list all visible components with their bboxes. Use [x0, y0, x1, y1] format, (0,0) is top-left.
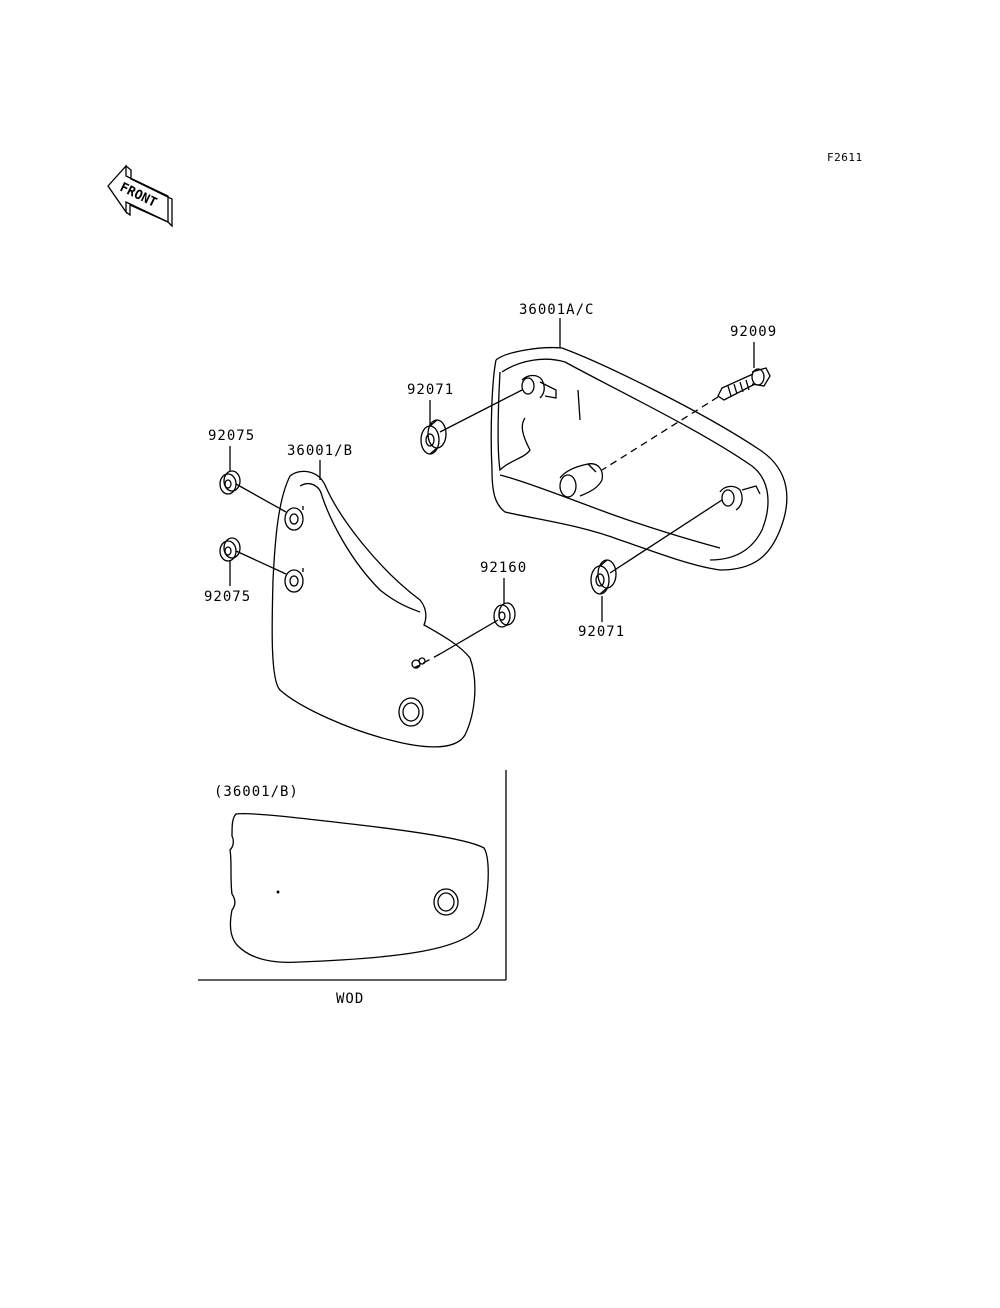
front-arrow-icon: FRONT [107, 164, 173, 228]
bolt-92009 [717, 367, 771, 401]
inset-caption: WOD [336, 991, 365, 1007]
diagram-code: F2611 [827, 151, 863, 164]
label-92071-upper: 92071 [407, 382, 455, 398]
grommet-92071-lower [590, 559, 617, 595]
inset-frame [198, 770, 507, 981]
collar-92160 [493, 602, 516, 628]
label-36001a-c: 36001A/C [519, 302, 595, 318]
damper-92075-upper [219, 470, 241, 495]
grommet-92071-upper [420, 419, 447, 455]
dashed-axis-lines [413, 396, 719, 669]
label-92075-lower: 92075 [204, 589, 252, 605]
label-92160: 92160 [480, 560, 528, 576]
label-92071-lower: 92071 [578, 624, 626, 640]
inset-title: (36001/B) [214, 784, 299, 800]
damper-92075-lower [219, 537, 241, 562]
label-92075-upper: 92075 [208, 428, 256, 444]
label-92009: 92009 [730, 324, 778, 340]
leader-lines [229, 318, 755, 655]
label-36001-b: 36001/B [287, 443, 354, 459]
right-side-cover [490, 346, 788, 571]
inset-cover-outline [229, 812, 489, 964]
left-side-cover [271, 470, 476, 748]
